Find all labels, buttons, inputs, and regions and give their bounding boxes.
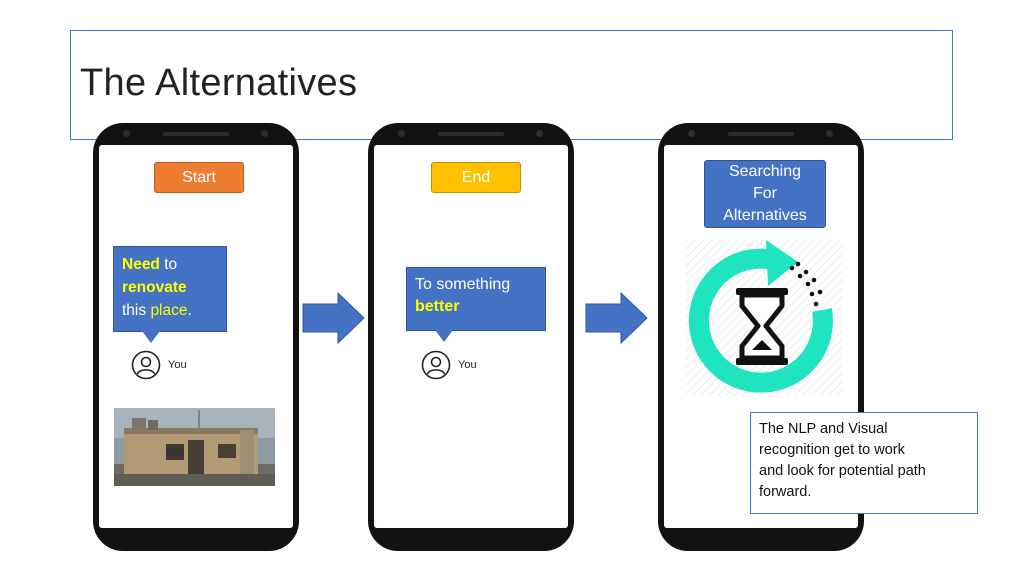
bubble-word-this: this [122,302,151,319]
callout-line-3: and look for potential path [759,463,926,479]
better-bubble: To something better [406,267,546,342]
searching-tag-line-2: For [753,185,777,202]
phone-camera [261,130,268,137]
phone-start: Start Need to renovate this place. You [93,123,299,551]
searching-tag: Searching For Alternatives [704,160,826,228]
start-tag: Start [154,162,244,193]
phone-speaker [438,132,504,136]
title-frame [70,30,953,140]
callout-line-4: forward. [759,484,812,500]
bubble-word-to: to [159,256,178,273]
searching-tag-line-1: Searching [728,163,802,180]
bubble-word-renovate: renovate [122,279,187,296]
arrow-right-icon [302,292,365,344]
house-photo [114,408,275,486]
bubble-word-place: place [150,302,188,319]
bubble-word-need: Need [122,256,160,273]
searching-tag-line-3: Alternatives [723,207,807,224]
user-you: You [131,350,187,380]
user-label: You [458,359,477,371]
callout-line-2: recognition get to work [759,442,905,458]
need-bubble: Need to renovate this place. [113,246,227,343]
phone-end: End To something better You [368,123,574,551]
slide-title: The Alternatives [80,62,358,104]
user-label: You [168,359,187,371]
phone-speaker [163,132,229,136]
end-tag: End [431,162,521,193]
user-icon [421,350,451,380]
phone-speaker [728,132,794,136]
bubble-word-period: . [187,302,192,319]
phone-sensor [688,130,695,137]
user-you: You [421,350,477,380]
phone-camera [826,130,833,137]
phone-sensor [398,130,405,137]
phone-camera [536,130,543,137]
phone-screen: Start Need to renovate this place. You [99,145,293,528]
hourglass-refresh-icon [686,240,842,396]
bubble-line-2: better [415,298,460,315]
arrow-right-icon [585,292,648,344]
phone-screen: End To something better You [374,145,568,528]
callout-line-1: The NLP and Visual [759,421,888,437]
user-icon [131,350,161,380]
nlp-callout: The NLP and Visual recognition get to wo… [750,412,978,514]
phone-sensor [123,130,130,137]
bubble-line-1: To something [415,276,511,293]
